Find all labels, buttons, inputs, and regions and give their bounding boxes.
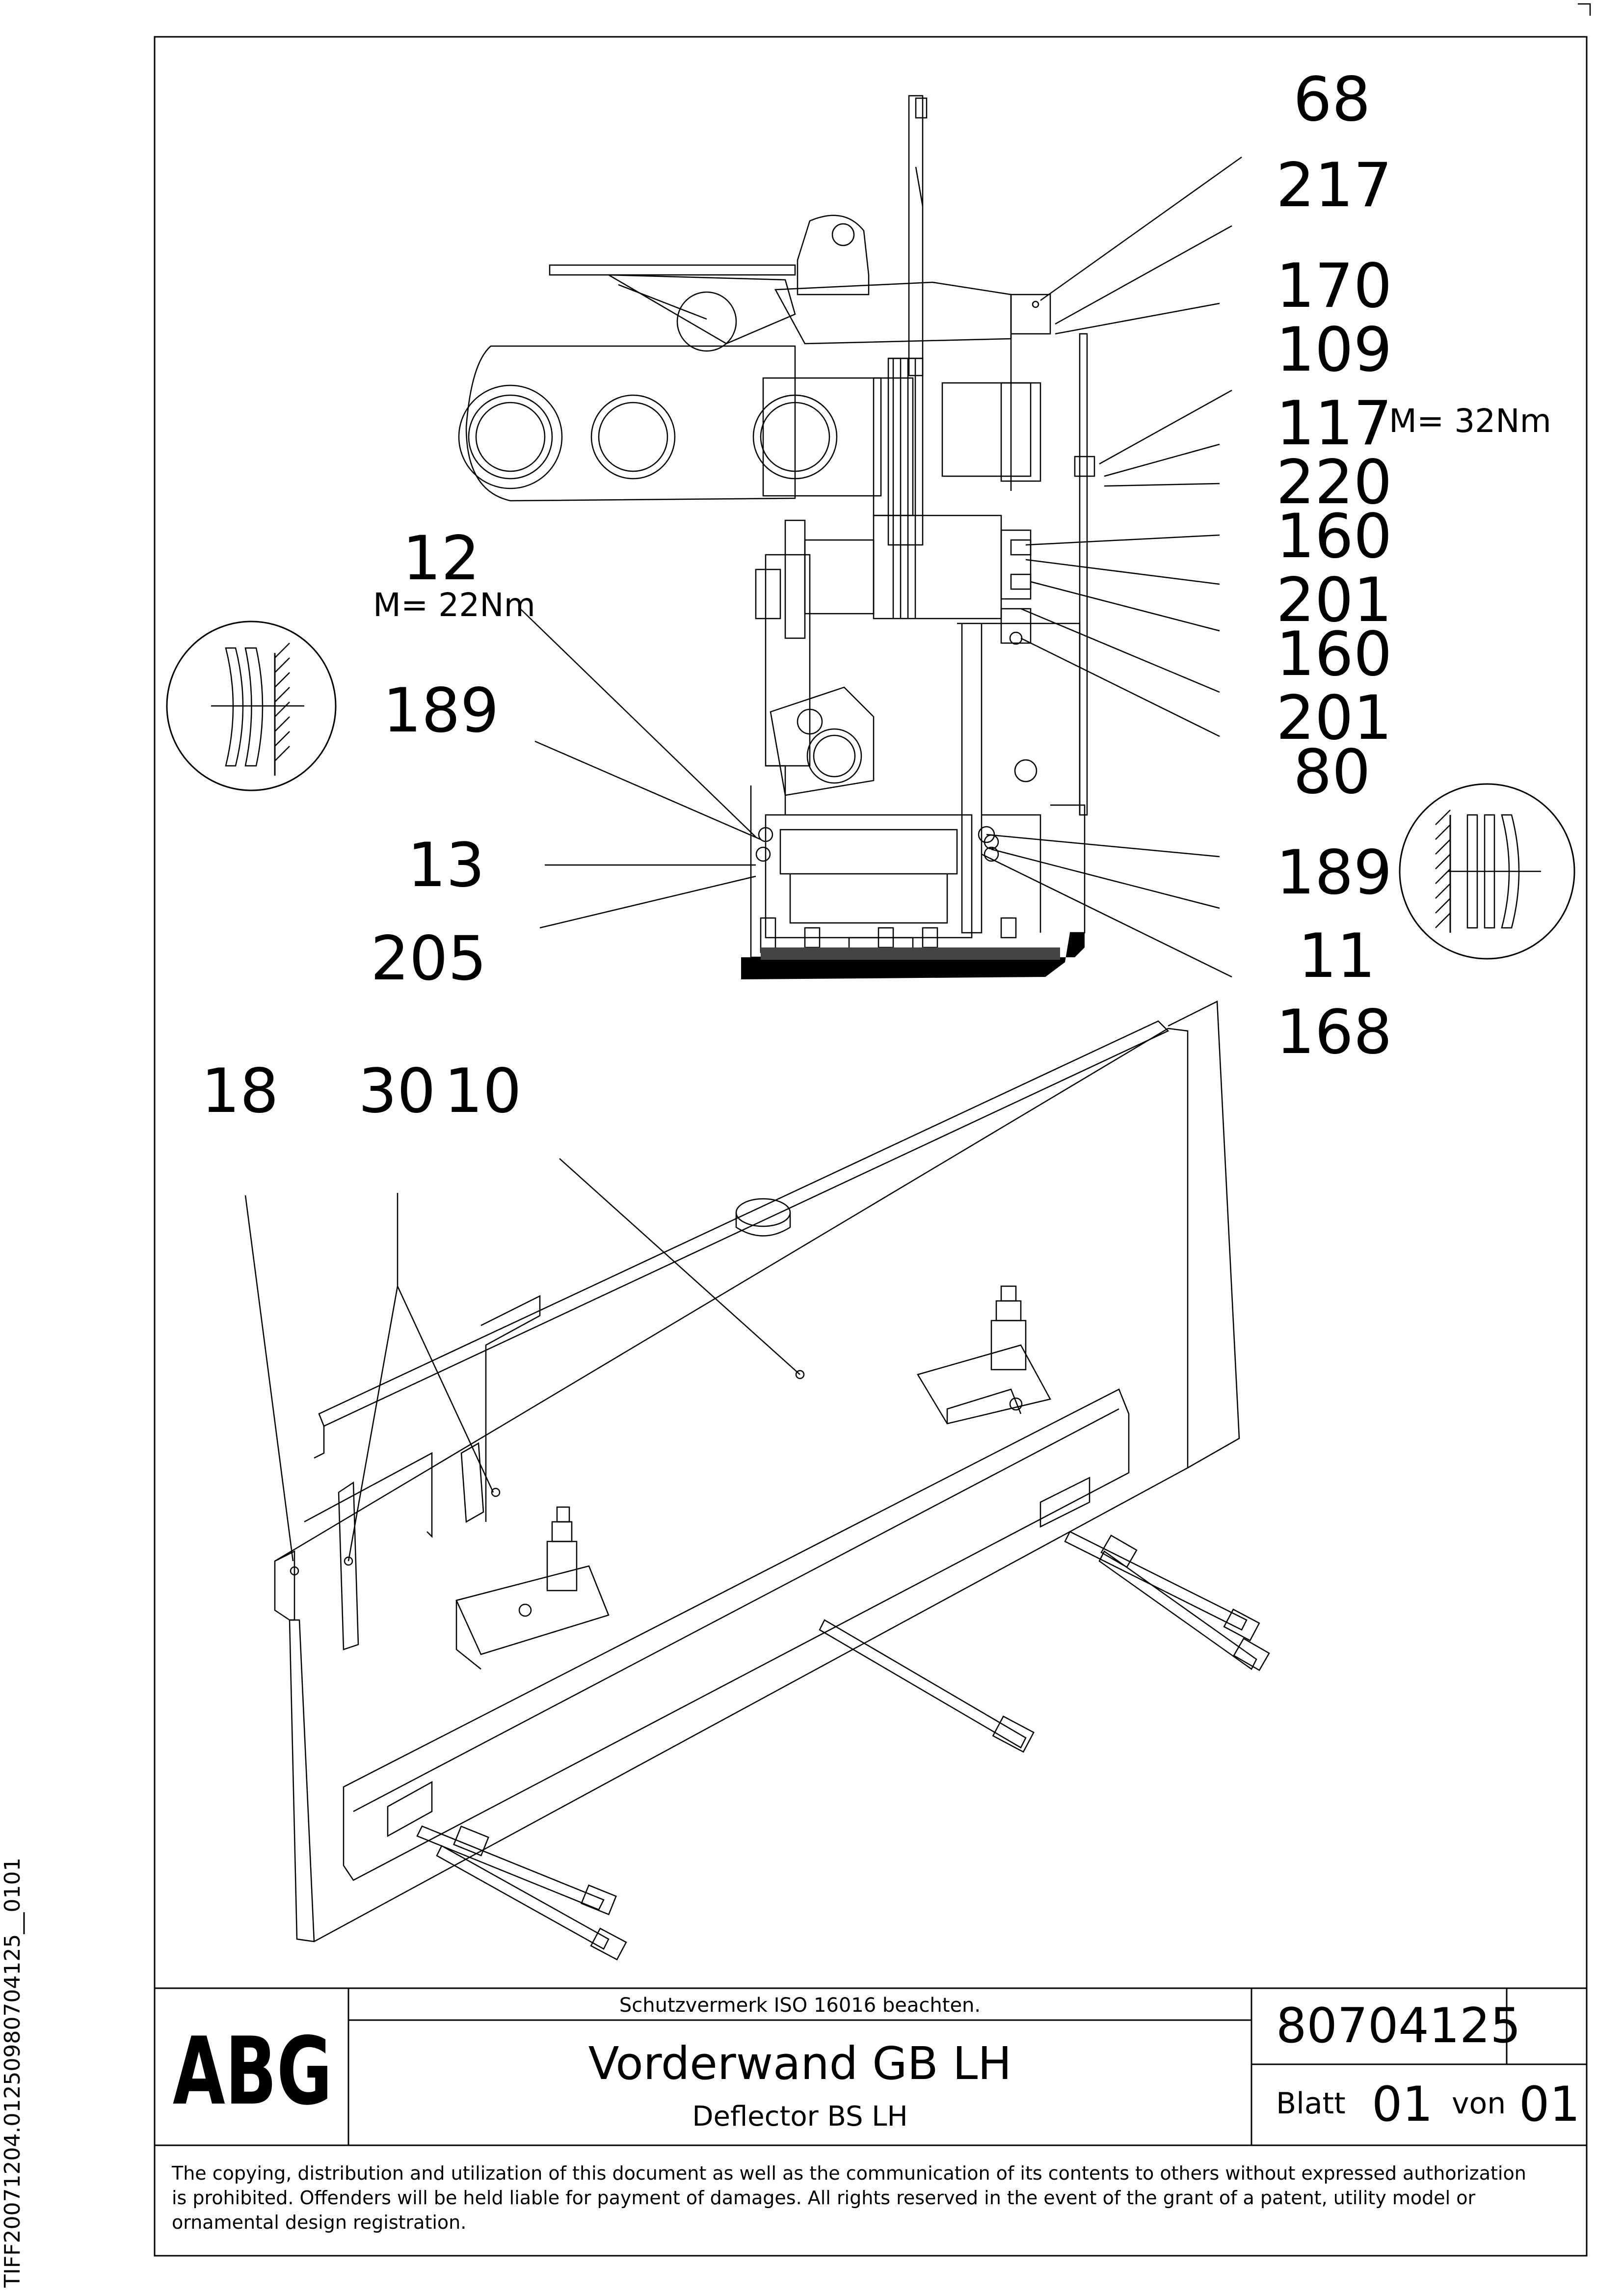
copyright-line-2: is prohibited. Offenders will be held li… <box>172 2187 1476 2209</box>
callout-201-a: 201 <box>1276 565 1392 636</box>
deflector-panel-assembly <box>274 1000 1270 1961</box>
callout-220: 220 <box>1276 447 1392 518</box>
detail-circle-left <box>166 621 337 791</box>
callout-201-b: 201 <box>1276 683 1392 754</box>
callout-160-b: 160 <box>1276 619 1392 690</box>
drawing-number: 80704125 <box>1276 1998 1521 2054</box>
callout-18: 18 <box>201 1056 279 1127</box>
callout-12: 12 <box>402 523 480 594</box>
callout-80: 80 <box>1293 737 1371 808</box>
callout-109: 109 <box>1276 315 1392 385</box>
callout-189-right: 189 <box>1276 837 1392 908</box>
protection-note: Schutzvermerk ISO 16016 beachten. <box>619 1994 981 2017</box>
detail-circle-right <box>1399 783 1575 960</box>
sheet-number: 01 <box>1372 2077 1433 2133</box>
callout-12-torque: M= 22Nm <box>373 586 535 624</box>
callout-168: 168 <box>1276 997 1392 1068</box>
callouts: 68 217 170 109 117 M= 32Nm 220 160 201 1… <box>201 64 1551 1127</box>
callout-68: 68 <box>1293 64 1371 135</box>
sheet-total: 01 <box>1519 2077 1580 2133</box>
base-plate <box>741 933 1085 979</box>
callout-160-a: 160 <box>1276 501 1392 572</box>
drawing-subtitle: Deflector BS LH <box>692 2101 907 2133</box>
company-logo: ABG <box>173 2017 332 2126</box>
title-block: ABG Schutzvermerk ISO 16016 beachten. Vo… <box>155 1987 1587 2233</box>
callout-217: 217 <box>1276 150 1392 221</box>
callout-30: 30 <box>358 1056 436 1127</box>
callout-10: 10 <box>444 1056 522 1127</box>
callout-11: 11 <box>1298 921 1376 992</box>
callout-205: 205 <box>371 923 487 994</box>
upper-section-assembly <box>458 95 1095 958</box>
callout-117: 117 <box>1276 388 1392 459</box>
drawing-frame <box>154 36 1588 2257</box>
side-file-code: TIFF20071204.01250980704125__0101 <box>0 1858 25 2288</box>
copyright-line-1: The copying, distribution and utilizatio… <box>171 2162 1526 2184</box>
leader-lines <box>244 156 1242 1562</box>
callout-13: 13 <box>407 830 485 901</box>
copyright-line-3: ornamental design registration. <box>172 2212 466 2233</box>
drawing-title: Vorderwand GB LH <box>588 2037 1012 2090</box>
of-label: von <box>1452 2086 1506 2121</box>
callout-117-torque: M= 32Nm <box>1389 402 1551 440</box>
callout-170: 170 <box>1276 251 1392 322</box>
sheet-label: Blatt <box>1276 2086 1346 2121</box>
callout-189-left: 189 <box>383 675 499 746</box>
